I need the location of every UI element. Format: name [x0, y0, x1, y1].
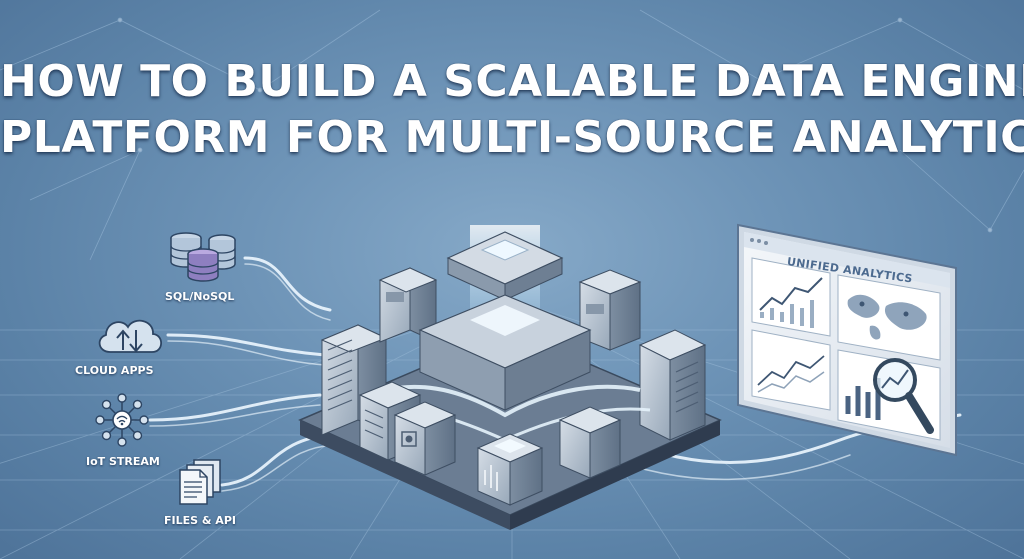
widget-area-chart — [751, 329, 831, 411]
widget-world-map — [837, 274, 941, 361]
title-line-1: HOW TO BUILD A SCALABLE DATA ENGINEERING — [0, 56, 1024, 107]
analytics-dashboard — [737, 223, 957, 457]
iot-network-icon — [95, 393, 149, 447]
processing-core — [418, 294, 592, 411]
cloud-sync-icon — [98, 319, 163, 353]
magnifier-icon — [873, 358, 934, 434]
server-center-top — [446, 231, 564, 301]
server-front-mid — [393, 401, 457, 476]
source-label-files: FILES & API — [164, 514, 236, 527]
documents-icon — [179, 459, 221, 505]
database-icon — [170, 232, 236, 282]
server-right-tall — [638, 329, 707, 441]
source-label-sql: SQL/NoSQL — [165, 290, 235, 303]
widget-line-chart — [751, 257, 831, 337]
source-label-cloud: CLOUD APPS — [75, 364, 154, 377]
source-label-iot: IoT STREAM — [86, 455, 160, 468]
server-left-back — [378, 267, 438, 343]
title-line-2: PLATFORM FOR MULTI-SOURCE ANALYTICS — [0, 112, 1024, 163]
data-platform — [298, 225, 722, 530]
server-front-center — [476, 433, 544, 506]
server-right-back — [578, 269, 642, 351]
background-network — [0, 9, 1024, 261]
server-front-right — [558, 406, 622, 479]
